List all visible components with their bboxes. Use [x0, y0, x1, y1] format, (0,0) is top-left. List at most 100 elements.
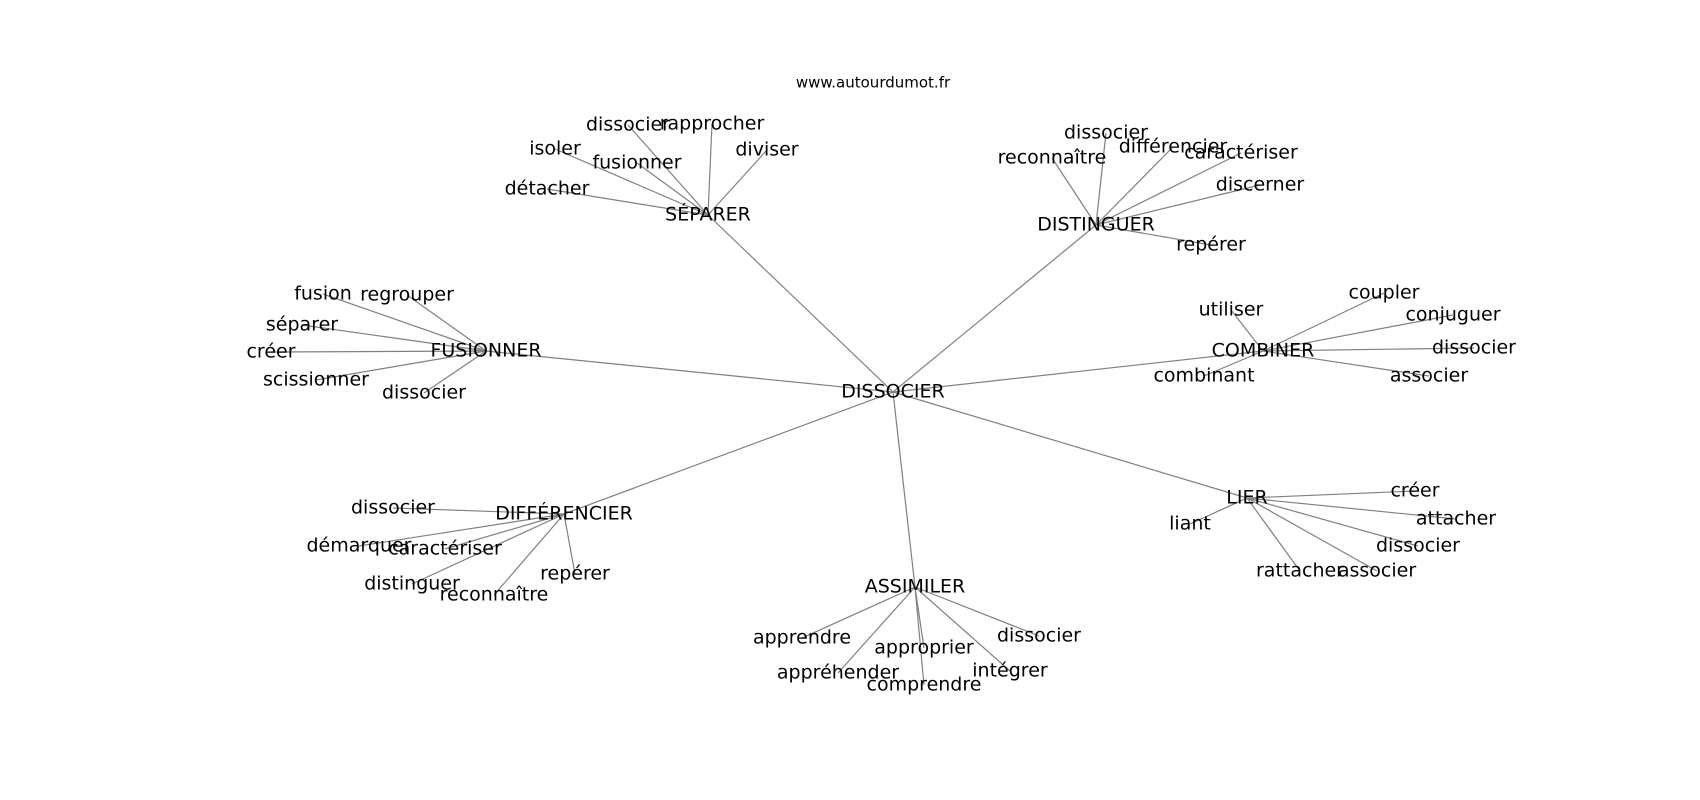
edge-differencier-dissocier — [392, 507, 565, 515]
node-leaf-differencier-reconnaitre[interactable]: reconnaître — [440, 584, 549, 606]
edge-center-fusionner — [485, 350, 894, 393]
edge-distinguer-dissocier — [1095, 132, 1107, 226]
edge-separer-detacher — [546, 188, 709, 216]
edge-center-differencier — [563, 391, 894, 515]
edge-fusionner-fusion — [322, 293, 487, 352]
edge-differencier-caracteriser — [444, 513, 565, 550]
node-leaf-lier-associer[interactable]: associer — [1338, 560, 1416, 582]
edge-fusionner-creer — [270, 350, 487, 353]
edge-fusionner-separer — [301, 324, 487, 352]
node-leaf-differencier-caracteriser[interactable]: caractériser — [388, 538, 502, 560]
graph-edges — [270, 123, 1475, 686]
node-center-dissocier[interactable]: DISSOCIER — [841, 381, 944, 403]
node-leaf-separer-dissocier[interactable]: dissocier — [586, 114, 670, 136]
node-hub-assimiler[interactable]: ASSIMILER — [865, 576, 966, 598]
edge-lier-liant — [1189, 497, 1248, 525]
site-url[interactable]: www.autourdumot.fr — [796, 74, 951, 92]
node-leaf-assimiler-comprendre[interactable]: comprendre — [867, 674, 982, 696]
node-leaf-differencier-reperer[interactable]: repérer — [540, 563, 610, 585]
edge-fusionner-scissionner — [315, 350, 487, 381]
node-leaf-distinguer-discerner[interactable]: discerner — [1216, 174, 1305, 196]
node-leaf-separer-diviser[interactable]: diviser — [735, 139, 798, 161]
node-leaf-combiner-conjuguer[interactable]: conjuguer — [1405, 304, 1500, 326]
node-hub-distinguer[interactable]: DISTINGUER — [1037, 214, 1155, 236]
node-leaf-distinguer-caracteriser[interactable]: caractériser — [1184, 142, 1298, 164]
edge-lier-rattacher — [1246, 497, 1301, 572]
edge-lier-dissocier — [1246, 497, 1419, 547]
node-leaf-lier-liant[interactable]: liant — [1169, 513, 1211, 535]
edge-differencier-reperer — [563, 513, 576, 575]
node-leaf-distinguer-dissocier[interactable]: dissocier — [1064, 122, 1148, 144]
edge-distinguer-reperer — [1095, 224, 1212, 246]
node-leaf-differencier-demarquer[interactable]: démarquer — [307, 535, 412, 557]
node-leaf-lier-attacher[interactable]: attacher — [1416, 508, 1496, 530]
node-leaf-combiner-coupler[interactable]: coupler — [1349, 282, 1420, 304]
edge-separer-diviser — [707, 149, 768, 216]
edge-separer-rapprocher — [707, 123, 713, 216]
node-leaf-fusionner-separer[interactable]: séparer — [266, 314, 338, 336]
node-leaf-assimiler-approprier[interactable]: approprier — [874, 637, 974, 659]
node-leaf-combiner-combinant[interactable]: combinant — [1153, 365, 1254, 387]
edge-center-distinguer — [892, 224, 1097, 393]
node-hub-differencier[interactable]: DIFFÉRENCIER — [495, 502, 633, 525]
edge-lier-creer — [1246, 490, 1416, 499]
edge-distinguer-reconnaitre — [1051, 157, 1097, 226]
edge-differencier-demarquer — [358, 513, 565, 547]
edge-differencier-reconnaitre — [493, 513, 565, 596]
node-leaf-separer-fusionner[interactable]: fusionner — [592, 152, 681, 174]
edge-assimiler-comprendre — [914, 586, 925, 686]
graph-nodes: DISSOCIERSÉPARERdissocierrapprocherisole… — [246, 113, 1516, 696]
node-leaf-separer-isoler[interactable]: isoler — [529, 138, 581, 160]
node-leaf-assimiler-apprehender[interactable]: appréhender — [777, 662, 899, 684]
node-hub-lier[interactable]: LIER — [1226, 487, 1267, 509]
node-leaf-fusionner-scissionner[interactable]: scissionner — [263, 369, 369, 391]
edge-center-combiner — [892, 350, 1264, 393]
node-leaf-differencier-distinguer[interactable]: distinguer — [364, 573, 460, 595]
edge-distinguer-caracteriser — [1095, 152, 1242, 226]
node-leaf-lier-dissocier[interactable]: dissocier — [1376, 535, 1460, 557]
edge-distinguer-differencier — [1095, 146, 1174, 226]
edge-lier-associer — [1246, 497, 1378, 572]
edge-separer-isoler — [554, 148, 709, 216]
node-leaf-fusionner-fusion[interactable]: fusion — [294, 283, 352, 305]
node-leaf-combiner-utiliser[interactable]: utiliser — [1199, 299, 1264, 321]
edge-separer-fusionner — [636, 162, 709, 216]
edge-combiner-utiliser — [1230, 309, 1264, 352]
node-leaf-differencier-dissocier[interactable]: dissocier — [351, 497, 435, 519]
node-leaf-distinguer-reconnaitre[interactable]: reconnaître — [998, 147, 1107, 169]
edge-center-assimiler — [892, 391, 916, 588]
edge-combiner-conjuguer — [1262, 314, 1454, 352]
node-leaf-fusionner-creer[interactable]: créer — [246, 341, 295, 363]
node-leaf-lier-creer[interactable]: créer — [1390, 480, 1439, 502]
edge-combiner-coupler — [1262, 292, 1385, 352]
node-leaf-fusionner-dissocier[interactable]: dissocier — [382, 382, 466, 404]
node-hub-combiner[interactable]: COMBINER — [1212, 340, 1315, 362]
node-hub-fusionner[interactable]: FUSIONNER — [430, 340, 541, 362]
node-leaf-distinguer-reperer[interactable]: repérer — [1176, 234, 1246, 256]
node-leaf-assimiler-integrer[interactable]: intégrer — [972, 660, 1048, 682]
node-leaf-combiner-dissocier[interactable]: dissocier — [1432, 337, 1516, 359]
node-leaf-lier-rattacher[interactable]: rattacher — [1256, 560, 1344, 582]
node-leaf-separer-detacher[interactable]: détacher — [505, 178, 590, 200]
node-hub-separer[interactable]: SÉPARER — [665, 203, 751, 226]
edge-lier-attacher — [1246, 497, 1457, 520]
node-leaf-combiner-associer[interactable]: associer — [1390, 365, 1468, 387]
edge-combiner-dissocier — [1262, 347, 1475, 352]
edge-assimiler-dissocier — [914, 586, 1040, 637]
node-leaf-distinguer-differencier[interactable]: différencier — [1119, 136, 1228, 158]
edge-fusionner-regrouper — [406, 294, 487, 352]
edge-separer-dissocier — [627, 124, 709, 216]
edge-assimiler-integrer — [914, 586, 1011, 672]
node-leaf-separer-rapprocher[interactable]: rapprocher — [660, 113, 765, 135]
edge-fusionner-dissocier — [423, 350, 487, 394]
edge-center-lier — [892, 391, 1248, 499]
edge-distinguer-discerner — [1095, 184, 1261, 226]
node-leaf-assimiler-apprendre[interactable]: apprendre — [753, 627, 851, 649]
node-leaf-fusionner-regrouper[interactable]: regrouper — [360, 284, 454, 306]
edge-combiner-combinant — [1203, 350, 1264, 377]
edge-assimiler-apprehender — [837, 586, 916, 674]
edge-center-separer — [707, 214, 894, 393]
node-leaf-assimiler-dissocier[interactable]: dissocier — [997, 625, 1081, 647]
edge-assimiler-apprendre — [801, 586, 916, 639]
